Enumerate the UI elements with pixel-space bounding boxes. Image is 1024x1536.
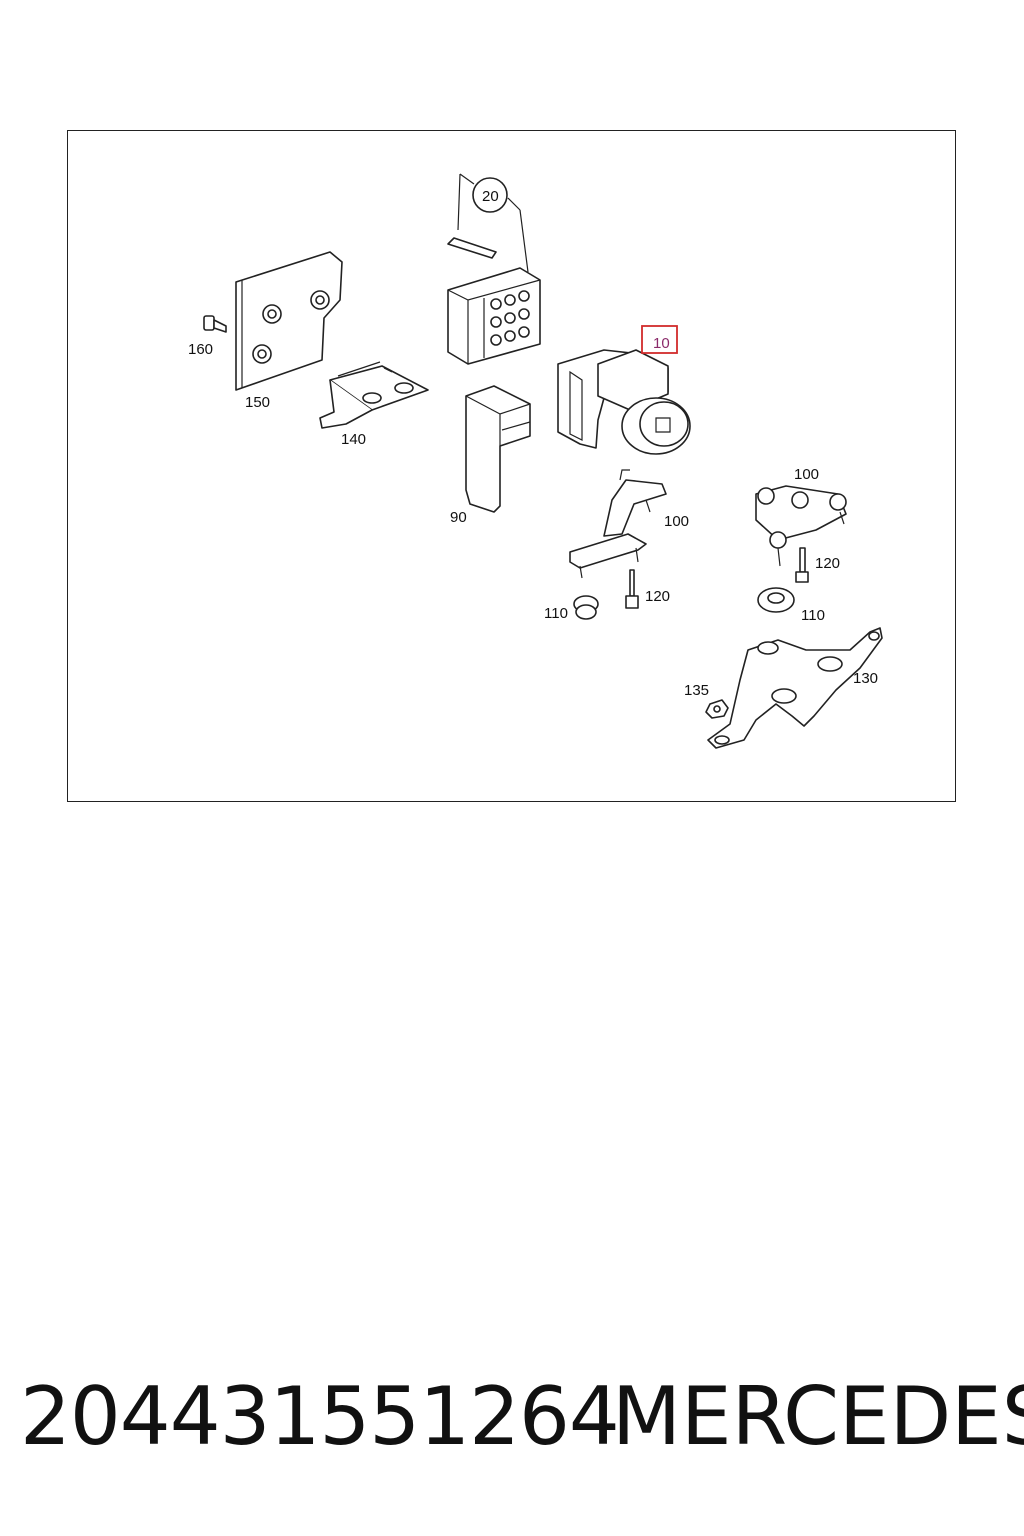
part-140-bracket	[319, 361, 429, 429]
callout-100-right: 100	[794, 466, 819, 483]
callout-100-left: 100	[664, 513, 689, 530]
callout-150: 150	[245, 394, 270, 411]
part-150-plate	[235, 251, 343, 391]
footer: 204431551264 MERCEDES	[0, 1370, 1024, 1470]
callout-110-right: 110	[801, 607, 825, 624]
part-120-screw-right	[795, 547, 809, 583]
callout-130: 130	[853, 670, 878, 687]
part-90-cover	[465, 385, 531, 513]
part-100-bracket-left	[569, 469, 667, 579]
parts-diagram: 20 10 160 150 140 90 100 100 120 120 110…	[188, 173, 883, 749]
part-110-grommet-left	[573, 595, 599, 620]
part-135-nut	[705, 699, 729, 719]
part-160-screw	[203, 315, 227, 333]
callout-140: 140	[341, 431, 366, 448]
part-number: 204431551264	[20, 1370, 620, 1463]
callout-10: 10	[653, 335, 670, 352]
callout-10-highlight: 10	[641, 325, 678, 354]
diagram-frame	[67, 130, 956, 802]
callout-160: 160	[188, 341, 213, 358]
callout-120-left: 120	[645, 588, 670, 605]
part-20-control-unit	[447, 173, 541, 365]
part-10-hydraulic-unit	[557, 349, 691, 455]
brand-name: MERCEDES	[612, 1370, 1024, 1463]
callout-20: 20	[482, 188, 499, 205]
callout-135: 135	[684, 682, 709, 699]
part-100-bracket-right	[755, 485, 847, 567]
part-120-screw-left	[625, 569, 639, 609]
part-130-bracket	[707, 627, 883, 749]
callout-90: 90	[450, 509, 467, 526]
callout-110-left: 110	[544, 605, 568, 622]
callout-120-right: 120	[815, 555, 840, 572]
part-110-grommet-right	[757, 587, 795, 613]
